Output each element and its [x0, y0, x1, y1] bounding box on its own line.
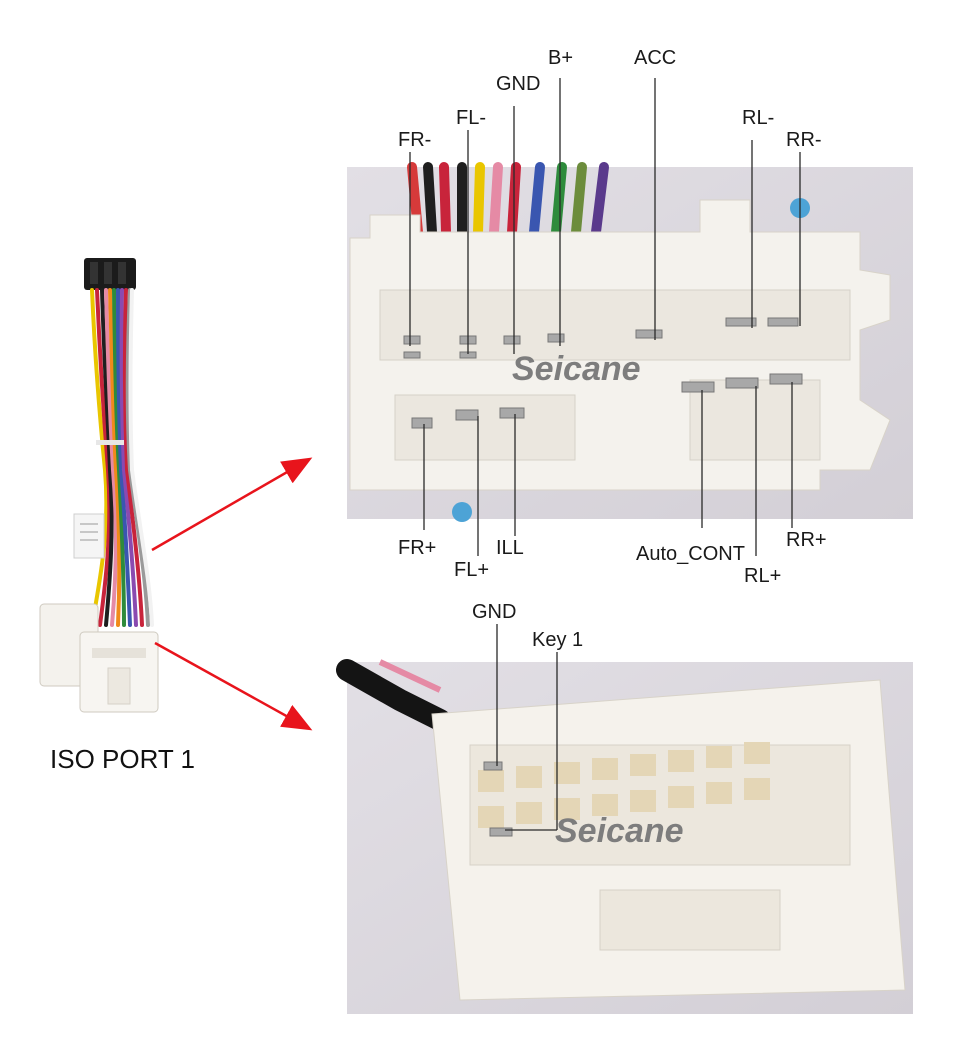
top-connector-photo: Seicane — [347, 162, 913, 522]
label-gnd-top: GND — [496, 73, 540, 95]
bottom-watermark: Seicane — [555, 812, 684, 850]
label-b-plus: B+ — [548, 47, 573, 69]
label-key-1: Key 1 — [532, 629, 583, 651]
label-ill: ILL — [496, 537, 524, 559]
label-fr-plus: FR+ — [398, 537, 436, 559]
top-lower-leader-lines — [423, 382, 793, 556]
label-rl-plus: RL+ — [744, 565, 781, 587]
top-watermark: Seicane — [512, 350, 641, 388]
arrow-to-top-connector — [151, 457, 313, 552]
harness-title: ISO PORT 1 — [50, 744, 195, 774]
label-rl-minus: RL- — [742, 107, 774, 129]
label-fr-minus: FR- — [398, 129, 431, 151]
label-rr-minus: RR- — [786, 129, 822, 151]
label-gnd-bottom: GND — [472, 601, 516, 623]
harness-illustration — [39, 258, 159, 713]
label-fl-minus: FL- — [456, 107, 486, 129]
top-upper-leader-lines — [409, 78, 801, 354]
label-acc: ACC — [634, 47, 676, 69]
label-auto-cont: Auto_CONT — [636, 543, 745, 565]
label-fl-plus: FL+ — [454, 559, 489, 581]
label-rr-plus: RR+ — [786, 529, 827, 551]
bottom-leader-lines — [496, 624, 558, 831]
arrow-to-bottom-connector — [154, 641, 313, 731]
bottom-connector-photo: Seicane — [336, 659, 913, 1014]
